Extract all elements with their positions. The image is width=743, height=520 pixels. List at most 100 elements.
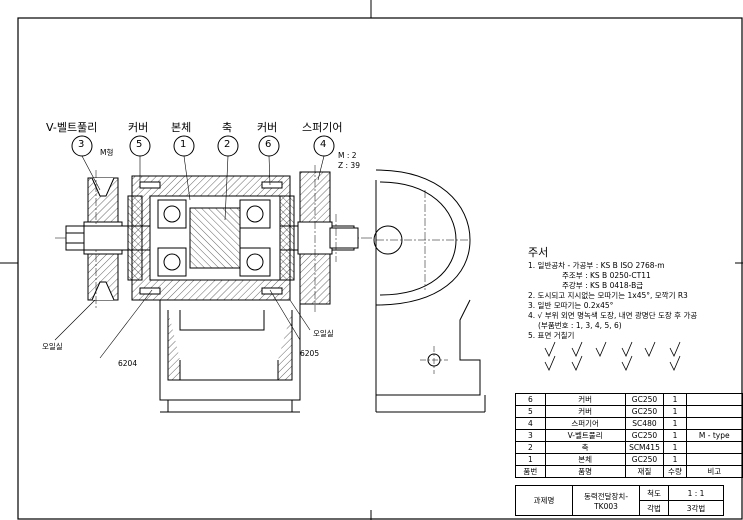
bolt — [261, 287, 283, 295]
bearing-ball — [163, 253, 181, 271]
bom-row: 6 커버 GC250 1 — [515, 393, 743, 406]
drawing-frame — [17, 17, 743, 520]
title-block: 과제명 동력전달장치-TK003 척도 1 : 1 각법 3각법 — [515, 485, 724, 516]
callout-number: 6 — [265, 139, 272, 150]
bill-of-materials: 6 커버 GC250 1 5 커버 GC250 1 4 스퍼기어 SC480 1… — [515, 393, 743, 478]
scale-value: 1 : 1 — [668, 485, 724, 501]
notes-title: 주서 — [528, 246, 549, 259]
left-cover — [127, 195, 143, 281]
bom-row: 2 축 SCM415 1 — [515, 441, 743, 454]
bom-cell: 5 — [515, 405, 546, 418]
callout-number: 3 — [78, 139, 85, 150]
bom-cell: 커버 — [544, 405, 626, 418]
bearing-6204-label: 6204 — [118, 359, 138, 368]
bom-cell: 1 — [663, 453, 687, 466]
callout-circle-6 — [258, 135, 280, 157]
shaft-nut — [65, 225, 85, 251]
callout-circle-3 — [71, 135, 93, 157]
bom-cell: 6 — [515, 393, 546, 406]
bolt — [261, 181, 283, 189]
bom-cell: 축 — [544, 441, 626, 454]
bom-row: 3 V-벨트풀리 GC250 1 M - type — [515, 429, 743, 442]
assignment-label: 과제명 — [515, 485, 573, 516]
bom-cell: GC250 — [624, 453, 665, 466]
callout-label-gear: 스퍼기어 — [302, 121, 343, 134]
bom-cell — [685, 453, 743, 466]
bom-cell: 2 — [515, 441, 546, 454]
bom-header-cell: 수량 — [663, 465, 687, 478]
bom-row: 5 커버 GC250 1 — [515, 405, 743, 418]
side-view — [373, 169, 486, 413]
note-line: 5. 표면 거칠기 — [528, 331, 575, 340]
bolt — [139, 181, 161, 189]
front-section-view — [54, 138, 372, 413]
callout-number: 2 — [224, 139, 231, 150]
drawing-name: 동력전달장치-TK003 — [572, 485, 640, 516]
bom-cell: 1 — [663, 441, 687, 454]
bom-header-row: 품번 품명 재질 수량 비고 — [515, 465, 743, 478]
bom-cell: 1 — [663, 393, 687, 406]
note-line: 주조부 : KS B 0250-CT11 — [562, 271, 651, 280]
bom-cell: 1 — [663, 405, 687, 418]
bom-cell — [685, 441, 743, 454]
note-line: 1. 일반공차 - 가공부 : KS B ISO 2768-m — [528, 261, 665, 270]
note-line: 2. 도시되고 지시없는 모따기는 1x45°, 모깍기 R3 — [528, 291, 688, 300]
bom-cell: GC250 — [624, 393, 665, 406]
gear-module-label: M : 2 — [338, 151, 357, 160]
callout-number: 1 — [180, 139, 187, 150]
bom-row: 4 스퍼기어 SC480 1 — [515, 417, 743, 430]
bom-cell: SC480 — [624, 417, 665, 430]
callout-circle-4 — [313, 135, 335, 157]
callout-number: 5 — [136, 139, 143, 150]
bom-cell: V-벨트풀리 — [544, 429, 626, 442]
bearing-ball — [246, 253, 264, 271]
callout-label-pulley: V-벨트풀리 — [46, 121, 98, 134]
right-cover — [279, 195, 295, 281]
callout-label-shaft: 축 — [222, 121, 233, 134]
bolt — [139, 287, 161, 295]
callout-label-body: 본체 — [171, 121, 192, 134]
bom-cell: 1 — [515, 453, 546, 466]
bom-cell: GC250 — [624, 405, 665, 418]
bearing-ball — [246, 205, 264, 223]
note-line: (부품번호 : 1, 3, 4, 5, 6) — [538, 321, 622, 330]
bom-header-cell: 재질 — [624, 465, 665, 478]
note-line: 4. √ 부위 외면 명녹색 도장, 내면 광명단 도장 후 가공 — [528, 311, 698, 320]
bom-cell: GC250 — [624, 429, 665, 442]
callout-circle-1 — [173, 135, 195, 157]
callout-circle-2 — [217, 135, 239, 157]
bom-header-cell: 비고 — [685, 465, 743, 478]
bom-cell: 커버 — [544, 393, 626, 406]
note-line: 주강부 : KS B 0418-B급 — [562, 281, 644, 290]
bom-cell — [685, 417, 743, 430]
oil-seal-right-label: 오일실 — [313, 329, 334, 338]
projection-value: 3각법 — [668, 500, 724, 516]
bom-cell: M - type — [685, 429, 743, 442]
bom-cell — [685, 405, 743, 418]
bom-cell: 본체 — [544, 453, 626, 466]
callout-circles — [71, 135, 335, 157]
bom-header-cell: 품번 — [515, 465, 546, 478]
note-line: 3. 일반 모따기는 0.2x45° — [528, 301, 614, 310]
roughness-symbols — [544, 341, 681, 371]
oil-seal-left-label: 오일실 — [42, 342, 63, 351]
callout-label-cover-6: 커버 — [257, 121, 278, 134]
bom-cell: 스퍼기어 — [544, 417, 626, 430]
bom-header-cell: 품명 — [544, 465, 626, 478]
bom-cell: 3 — [515, 429, 546, 442]
projection-label: 각법 — [639, 500, 669, 516]
callout-number: 4 — [320, 139, 327, 150]
bom-cell: SCM415 — [624, 441, 665, 454]
bearing-ball — [163, 205, 181, 223]
callout-label-cover-5: 커버 — [128, 121, 149, 134]
bearing-6205-label: 6205 — [300, 349, 320, 358]
belt-type-label: M형 — [100, 148, 114, 157]
bom-cell: 1 — [663, 429, 687, 442]
callout-circle-5 — [129, 135, 151, 157]
bom-row: 1 본체 GC250 1 — [515, 453, 743, 466]
bom-cell: 4 — [515, 417, 546, 430]
scale-label: 척도 — [639, 485, 669, 501]
gear-teeth-label: Z : 39 — [338, 161, 360, 170]
bom-cell: 1 — [663, 417, 687, 430]
